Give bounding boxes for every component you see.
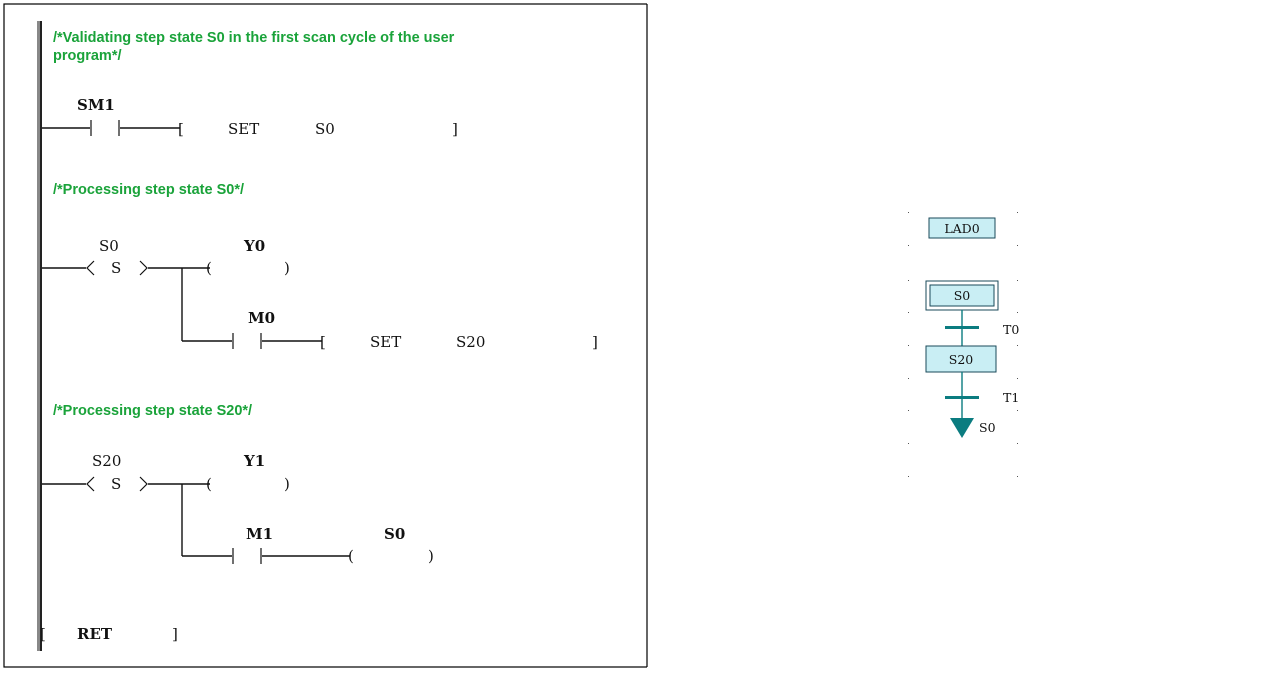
- step-s0-block: [42, 260, 210, 276]
- contact-sm1: [42, 120, 180, 136]
- contact-m0: [182, 333, 322, 349]
- instr-set-s20: SET: [370, 333, 401, 351]
- contact-m1: [182, 548, 350, 564]
- step-s20-box[interactable]: [925, 345, 997, 373]
- transition-t1-label: T1: [1003, 390, 1019, 405]
- grid-dots: [908, 212, 1018, 477]
- contact-m0-label: M0: [248, 309, 275, 327]
- transition-t0-label: T0: [1003, 322, 1019, 337]
- comment-line-2: program*/: [53, 48, 122, 64]
- bracket-open-2: [: [320, 333, 326, 351]
- coil-y0-open: (: [206, 259, 212, 277]
- ladder-diagram-panel: /*Validating step state S0 in the first …: [3, 3, 647, 668]
- step-s0-mark: S: [111, 259, 121, 277]
- operand-s0: S0: [315, 120, 335, 138]
- coil-y0-close: ): [284, 259, 290, 277]
- transition-t1[interactable]: [945, 396, 979, 399]
- comment-line-1: /*Validating step state S0 in the first …: [53, 30, 455, 46]
- step-s0-label: S0: [99, 237, 119, 255]
- block-lad0-label: LAD0: [944, 221, 979, 236]
- step-s20-label: S20: [92, 452, 121, 470]
- bracket-close-2: ]: [592, 333, 598, 351]
- step-s0-box[interactable]: [929, 284, 995, 307]
- step-s0-text: S0: [954, 288, 971, 303]
- comment-s0: /*Processing step state S0*/: [53, 182, 244, 198]
- bracket-close-1: ]: [452, 120, 458, 138]
- coil-s0-open: (: [348, 547, 354, 565]
- coil-y0-label: Y0: [243, 237, 265, 255]
- jump-target-label: S0: [979, 420, 996, 435]
- step-s20-text: S20: [949, 352, 974, 367]
- coil-s0-close: ): [428, 547, 434, 565]
- step-s20-block: [42, 476, 210, 492]
- block-lad0[interactable]: [928, 217, 996, 239]
- bracket-close-ret: ]: [172, 625, 178, 643]
- transition-t0[interactable]: [945, 326, 979, 329]
- jump-arrow-icon: [950, 418, 974, 438]
- instr-set-s0: SET: [228, 120, 259, 138]
- sfc-diagram-panel: LAD0 S0 T0 S20 T1 S0: [647, 0, 1266, 673]
- sfc-diagram-svg: LAD0 S0 T0 S20 T1 S0: [908, 212, 1019, 477]
- contact-sm1-label: SM1: [77, 96, 115, 114]
- coil-s0-label: S0: [384, 525, 405, 543]
- ladder-diagram-svg: /*Validating step state S0 in the first …: [3, 3, 647, 668]
- comment-s20: /*Processing step state S20*/: [53, 403, 252, 419]
- instr-ret: RET: [77, 625, 113, 643]
- bracket-open-ret: [: [40, 625, 46, 643]
- bracket-open-1: [: [178, 120, 184, 138]
- operand-s20: S20: [456, 333, 485, 351]
- coil-y1-open: (: [206, 475, 212, 493]
- contact-m1-label: M1: [246, 525, 273, 543]
- coil-y1-close: ): [284, 475, 290, 493]
- coil-y1-label: Y1: [243, 452, 265, 470]
- step-s20-mark: S: [111, 475, 121, 493]
